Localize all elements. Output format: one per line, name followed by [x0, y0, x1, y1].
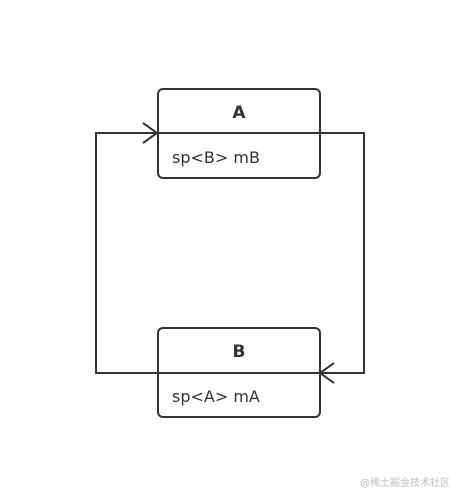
node-a-field: sp<B> mB [172, 148, 260, 167]
node-b-field: sp<A> mA [172, 387, 260, 406]
node-a-title: A [232, 103, 246, 123]
watermark: @稀土掘金技术社区 [360, 478, 450, 489]
edge-a-to-b [320, 132, 365, 373]
node-b: B sp<A> mA [157, 327, 321, 418]
edge-b-to-a [95, 133, 157, 374]
node-a: A sp<B> mB [157, 88, 321, 179]
node-b-title: B [233, 342, 246, 362]
